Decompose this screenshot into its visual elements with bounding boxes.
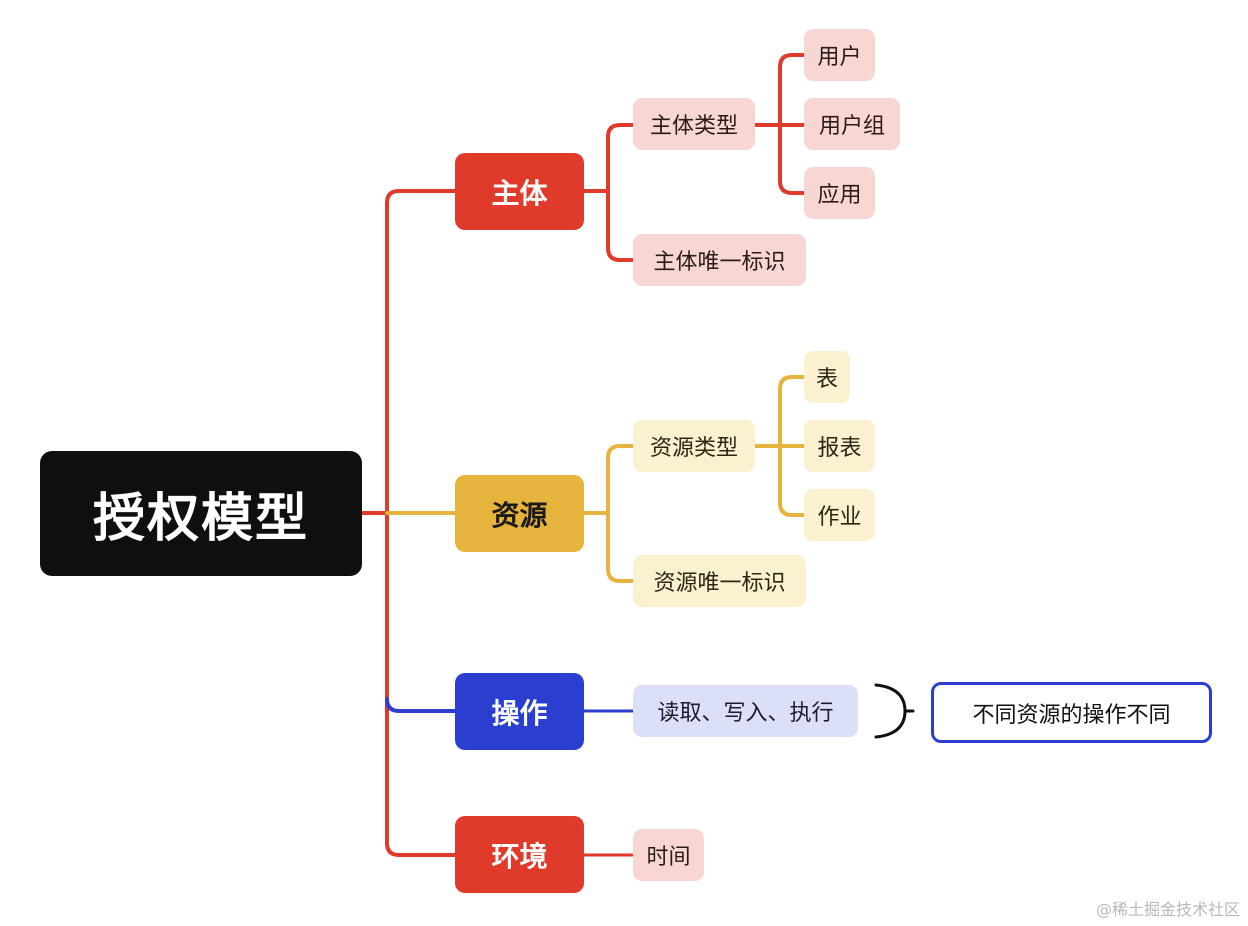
environment-item-node[interactable]: 时间: [633, 829, 704, 881]
trunk-subject-environment: [385, 189, 457, 857]
branch-environment[interactable]: 环境: [455, 816, 584, 893]
subject-id-node[interactable]: 主体唯一标识: [633, 234, 806, 286]
operation-item-label: 读取、写入、执行: [657, 701, 834, 726]
resource-type-report-label: 报表: [817, 436, 862, 461]
resource-id-label: 资源唯一标识: [653, 571, 786, 596]
link-subject-children: [606, 123, 635, 262]
subject-type-application[interactable]: 应用: [804, 167, 875, 219]
environment-item-label: 时间: [646, 845, 691, 870]
watermark: @稀土掘金技术社区: [1095, 900, 1240, 919]
operation-item-node[interactable]: 读取、写入、执行: [633, 685, 858, 737]
operation-note-callout[interactable]: 不同资源的操作不同: [931, 682, 1212, 743]
branch-operation-label: 操作: [491, 696, 548, 730]
branch-resource[interactable]: 资源: [455, 475, 584, 552]
subject-type-label: 主体类型: [649, 114, 738, 139]
branch-subject[interactable]: 主体: [455, 153, 584, 230]
branch-operation[interactable]: 操作: [455, 673, 584, 750]
subject-type-user-label: 用户: [817, 45, 862, 70]
subject-type-application-label: 应用: [817, 183, 862, 208]
subject-type-usergroup[interactable]: 用户组: [804, 98, 900, 150]
operation-note-label: 不同资源的操作不同: [972, 702, 1171, 728]
operation-bracket: [874, 683, 907, 739]
resource-type-table[interactable]: 表: [804, 351, 850, 403]
branch-resource-label: 资源: [491, 498, 548, 532]
branch-environment-label: 环境: [491, 839, 548, 873]
resource-type-report[interactable]: 报表: [804, 420, 875, 472]
resource-type-label: 资源类型: [649, 436, 738, 461]
resource-id-node[interactable]: 资源唯一标识: [633, 555, 806, 607]
subject-type-user[interactable]: 用户: [804, 29, 875, 81]
subject-type-node[interactable]: 主体类型: [633, 98, 755, 150]
link-root-operation: [385, 697, 457, 713]
resource-type-job[interactable]: 作业: [804, 489, 875, 541]
root-label: 授权模型: [92, 489, 309, 549]
subject-type-usergroup-label: 用户组: [818, 114, 885, 139]
resource-type-node[interactable]: 资源类型: [633, 420, 755, 472]
subject-id-label: 主体唯一标识: [653, 250, 786, 275]
root-node[interactable]: 授权模型: [40, 451, 362, 576]
resource-type-job-label: 作业: [817, 505, 862, 530]
resource-type-table-label: 表: [815, 367, 838, 392]
branch-subject-label: 主体: [491, 176, 548, 210]
link-resource-children: [606, 444, 635, 583]
